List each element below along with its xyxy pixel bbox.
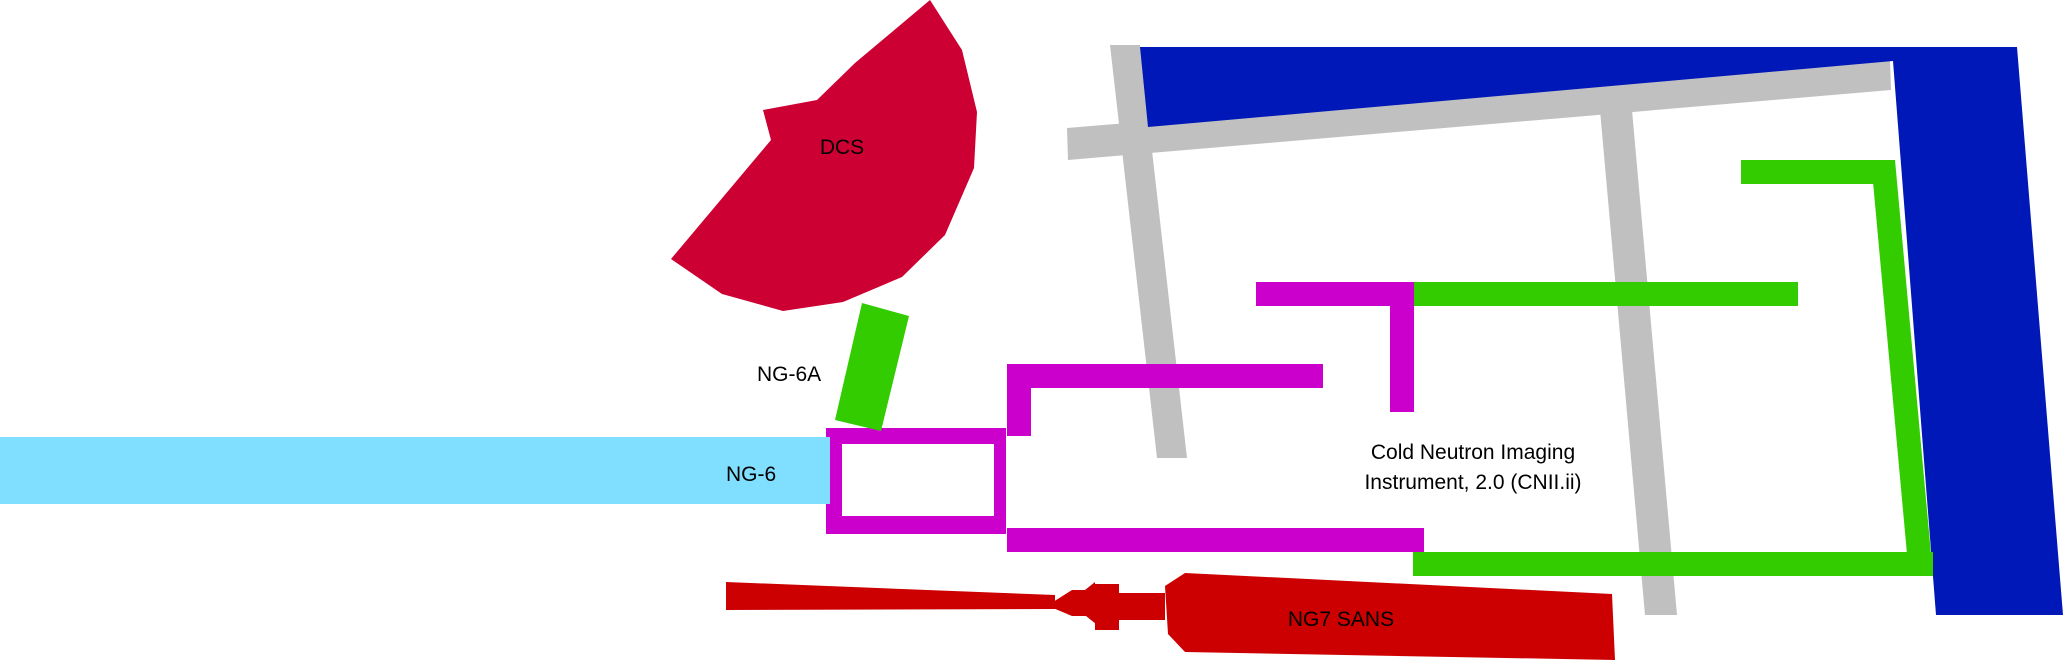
dcs-instrument: [671, 0, 977, 311]
green-guide-bottom-bar: [1413, 552, 1933, 576]
gray-wall-top-horizontal: [1067, 60, 1891, 160]
cnii-upper-vertical: [1007, 364, 1031, 436]
ng7-sans-beamline: [726, 582, 1055, 610]
cnii-top-bar: [1256, 282, 1414, 306]
ng6-label: NG-6: [726, 463, 776, 486]
cnii-upper-bar: [1007, 364, 1323, 388]
green-guide-top-stub: [1741, 160, 1895, 184]
cnii-box-outline: [826, 428, 1006, 534]
ng6a-label: NG-6A: [757, 363, 821, 386]
ng7-sans-instrument: [726, 573, 1615, 660]
cnii-label-line1: Cold Neutron Imaging: [1371, 441, 1575, 464]
cnii-top-vertical: [1390, 282, 1414, 412]
cnii-label-line2: Instrument, 2.0 (CNII.ii): [1364, 471, 1581, 494]
ng6a-guide: [835, 303, 909, 431]
dcs-label: DCS: [820, 136, 864, 159]
ng6-beam: [0, 437, 830, 504]
ng7-sans-neck: [1119, 593, 1165, 620]
ng7-sans-connector: [1053, 582, 1096, 624]
green-guide: [1412, 160, 1933, 576]
gray-wall-middle-vertical: [1600, 110, 1677, 615]
ng7-sans-label: NG7 SANS: [1288, 608, 1394, 631]
green-guide-middle-bar: [1412, 282, 1798, 306]
gray-walls: [1067, 45, 1891, 615]
cnii-enclosure: [826, 282, 1424, 552]
ng7-sans-tank: [1165, 573, 1615, 660]
green-guide-right-vertical: [1871, 160, 1933, 576]
cnii-bottom-bar: [1007, 528, 1424, 552]
ng7-sans-collar: [1095, 584, 1119, 630]
blue-wall: [1140, 47, 2063, 615]
